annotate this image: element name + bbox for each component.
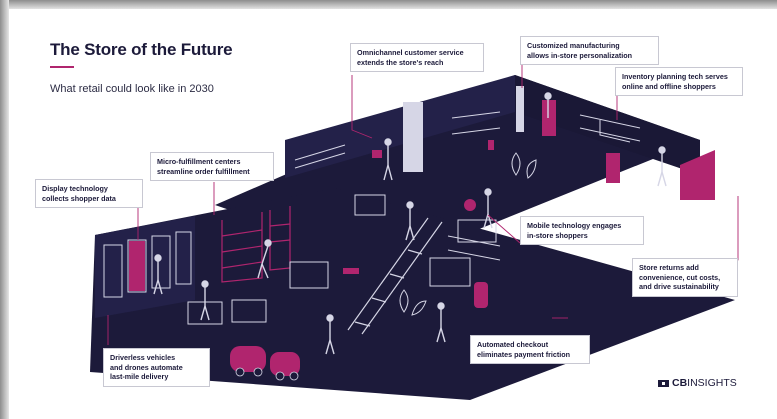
manufacturing-door: [516, 86, 524, 132]
manufacturing-machine: [542, 100, 556, 136]
callout-display: Display technology collects shopper data: [35, 179, 143, 208]
cb-insights-logo: CB INSIGHTS: [658, 377, 737, 389]
escalator: [347, 217, 443, 335]
page-subtitle: What retail could look like in 2030: [50, 83, 214, 95]
display-wall-windows: [103, 231, 192, 298]
callout-micro-fulfillment: Micro-fulfillment centers streamline ord…: [150, 152, 274, 181]
upper-magenta-details: [372, 140, 715, 211]
shoppers: [153, 92, 667, 355]
upper-floor-shelving: [294, 111, 641, 243]
callout-returns: Store returns add convenience, cut costs…: [632, 258, 738, 297]
interactive-display-screen: [129, 241, 145, 291]
driverless-vehicles: [230, 346, 300, 376]
upper-back-wall: [285, 75, 515, 178]
callout-leader-lines: [107, 60, 739, 345]
callout-checkout: Automated checkout eliminates payment fr…: [470, 335, 590, 364]
cb-insights-mark-icon: [658, 379, 669, 387]
window-left-edge: [0, 0, 9, 419]
checkout-robot: [474, 282, 488, 308]
lower-floor-shelving: [187, 235, 501, 325]
callout-omnichannel: Omnichannel customer service extends the…: [350, 43, 484, 72]
drone: [343, 268, 359, 274]
upper-right-wall: [515, 75, 700, 175]
plants: [399, 152, 537, 316]
callout-driverless: Driverless vehicles and drones automate …: [103, 348, 210, 387]
callout-inventory: Inventory planning tech serves online an…: [615, 67, 743, 96]
micro-fulfillment-racks: [221, 206, 291, 283]
title-accent-rule: [50, 66, 74, 68]
upper-door: [403, 102, 423, 172]
callout-manufacturing: Customized manufacturing allows in-store…: [520, 36, 659, 65]
page-title: The Store of the Future: [50, 40, 233, 59]
callout-mobile: Mobile technology engages in-store shopp…: [520, 216, 644, 245]
window-top-edge: [0, 0, 777, 9]
